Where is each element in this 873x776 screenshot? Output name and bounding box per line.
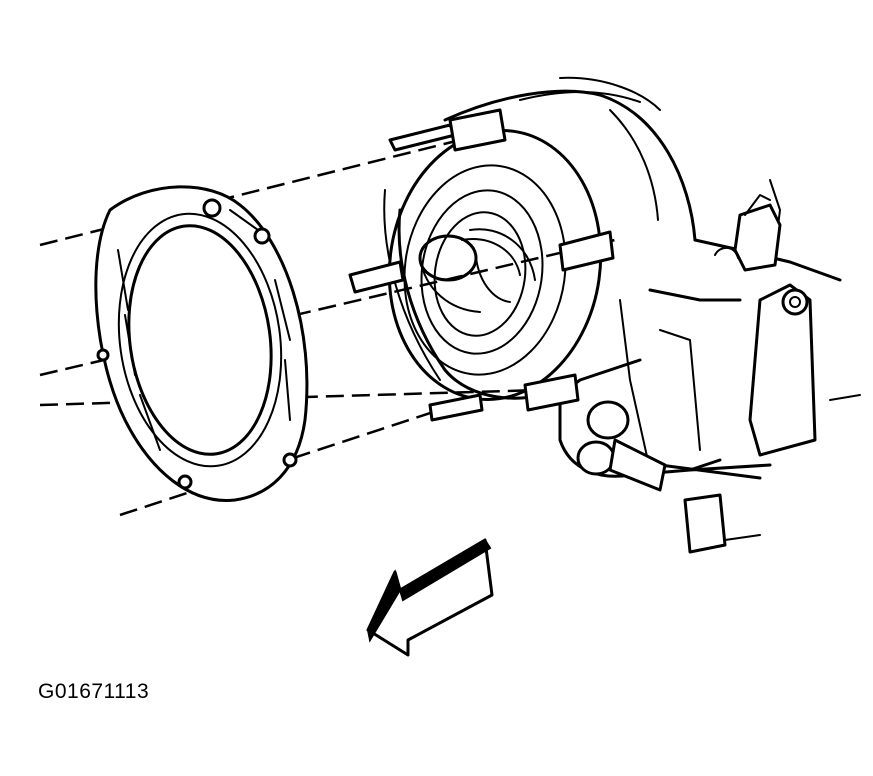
figure-id-label: G01671113 [38,680,150,703]
adapter-plate [94,185,309,502]
shift-lever-bracket [576,194,817,554]
direction-arrow [366,538,494,657]
